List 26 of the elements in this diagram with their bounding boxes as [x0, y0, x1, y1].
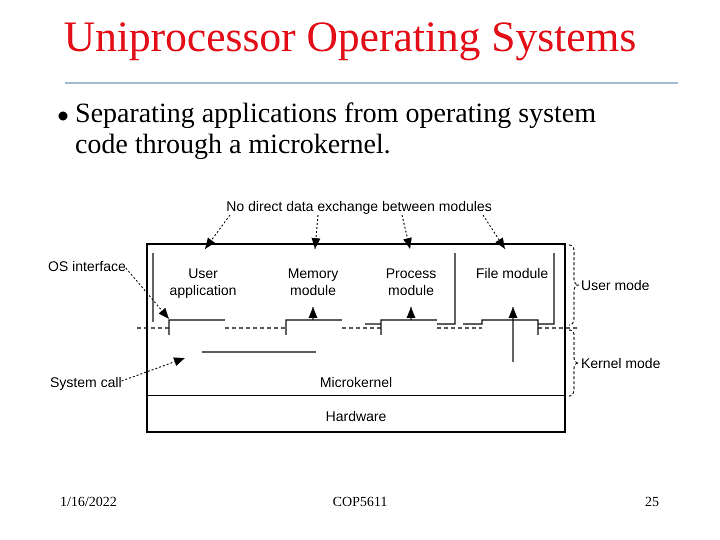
slide-title: Uniprocessor Operating Systems [64, 12, 636, 62]
mode-label: User mode [581, 276, 650, 294]
leader-arrow [311, 214, 320, 250]
footer-course-code: COP5611 [332, 495, 388, 511]
annotation-label: OS interface [48, 258, 126, 275]
arrow [406, 307, 416, 320]
arrow [308, 307, 318, 320]
mode-label: Kernel mode [581, 354, 660, 372]
module-label: User application [168, 265, 238, 299]
module-label: Process module [384, 265, 438, 299]
leader-arrow [204, 214, 230, 250]
module-label: Memory module [286, 265, 340, 299]
leader-arrow [125, 268, 170, 320]
bullet-text: Separating applications from operating system code through a microkernel. [75, 98, 597, 160]
footer-date: 1/16/2022 [60, 495, 117, 511]
annotation-label: No direct data exchange between modules [226, 198, 492, 215]
leader-arrow [402, 214, 412, 250]
hardware-layer: Hardware [148, 395, 564, 431]
page-number: 25 [645, 495, 659, 511]
module-label: File module [476, 265, 548, 282]
layer-label: Microkernel [320, 374, 392, 391]
system-boundary-box [146, 243, 566, 433]
leader-arrow [121, 358, 186, 382]
annotation-label: System call [50, 374, 122, 391]
arrow [508, 307, 518, 362]
leader-arrow [482, 214, 506, 250]
